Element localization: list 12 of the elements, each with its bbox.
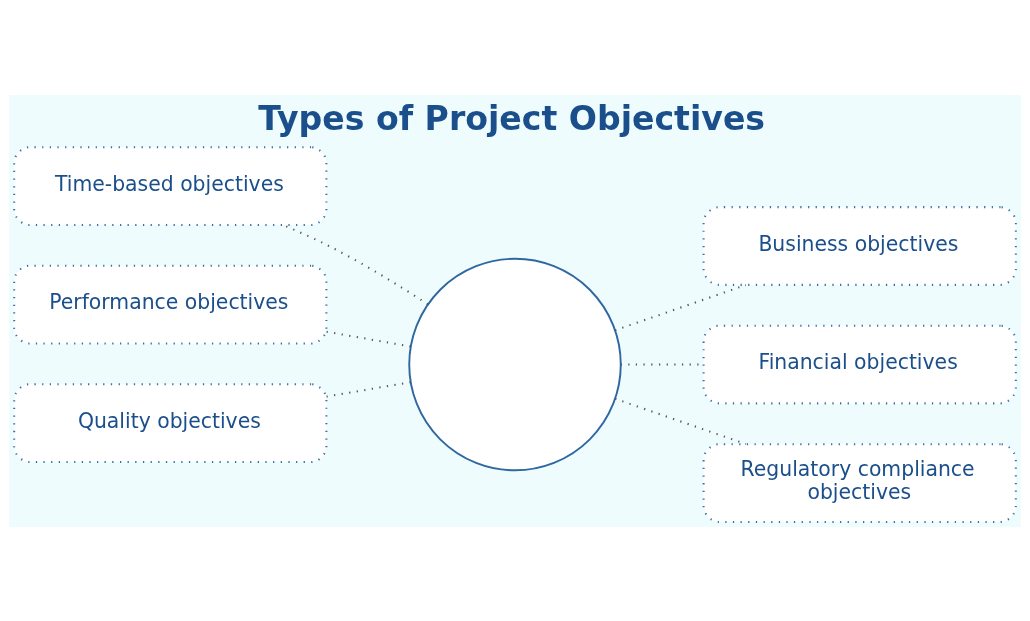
node-box: Financial objectives bbox=[702, 324, 1017, 404]
connector bbox=[326, 330, 411, 347]
node-box: Quality objectives bbox=[13, 382, 328, 463]
node-box: Time-based objectives bbox=[13, 145, 328, 226]
node-box: Regulatory compliance objectives bbox=[702, 442, 1017, 523]
connector bbox=[614, 397, 747, 445]
node-box: Performance objectives bbox=[13, 264, 328, 344]
connector bbox=[326, 380, 411, 398]
node-circle bbox=[408, 257, 622, 471]
diagram-title: Types of Project Objectives bbox=[258, 98, 766, 138]
connector bbox=[614, 283, 747, 331]
node-box: Business objectives bbox=[702, 205, 1017, 286]
